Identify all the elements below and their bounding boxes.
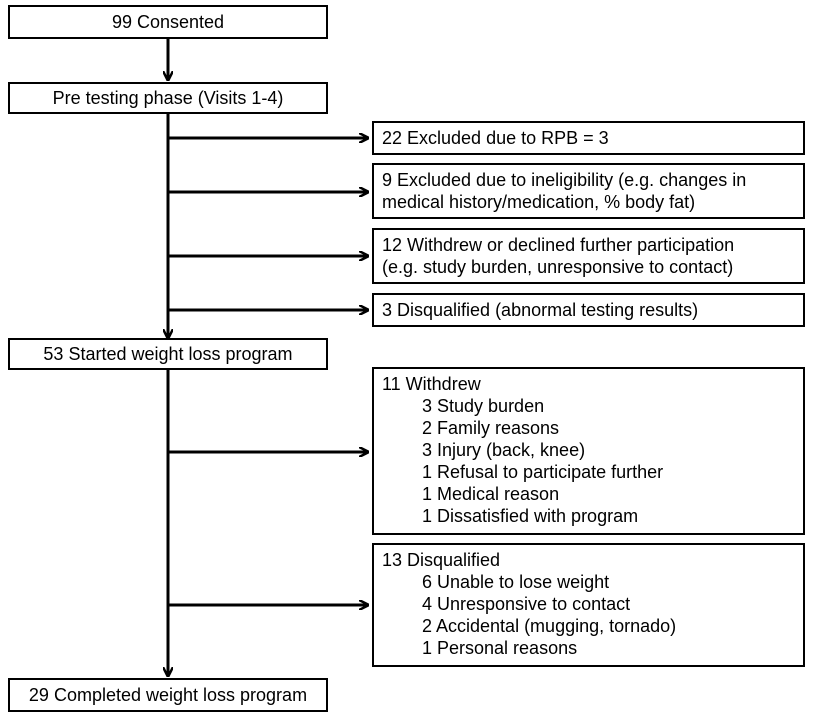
withdrew-reason-item: 3 Injury (back, knee) xyxy=(422,440,586,460)
withdrew-reason-item: 1 Refusal to participate further xyxy=(422,462,664,482)
disqualified-program-title: 13 Disqualified xyxy=(382,550,501,570)
withdrew-pretesting-box: 12 Withdrew or declined further particip… xyxy=(372,228,805,284)
excluded-ineligibility-box: 9 Excluded due to ineligibility (e.g. ch… xyxy=(372,163,805,219)
disqualified-pretesting-box: 3 Disqualified (abnormal testing results… xyxy=(372,293,805,327)
completed-box: 29 Completed weight loss program xyxy=(8,678,328,712)
withdrew-reason-item: 1 Dissatisfied with program xyxy=(422,506,639,526)
excluded-ineligibility-line2: medical history/medication, % body fat) xyxy=(382,192,696,212)
withdrew-reason-item: 3 Study burden xyxy=(422,396,545,416)
disqualified-reason-item: 2 Accidental (mugging, tornado) xyxy=(422,616,677,636)
excluded-ineligibility-line1: 9 Excluded due to ineligibility (e.g. ch… xyxy=(382,170,747,190)
withdrew-reason-item: 1 Medical reason xyxy=(422,484,560,504)
started-box: 53 Started weight loss program xyxy=(8,338,328,370)
pretesting-box: Pre testing phase (Visits 1-4) xyxy=(8,82,328,114)
disqualified-reason-item: 4 Unresponsive to contact xyxy=(422,594,631,614)
withdrew-pretesting-line2: (e.g. study burden, unresponsive to cont… xyxy=(382,257,734,277)
disqualified-program-box: 13 Disqualified 6 Unable to lose weight … xyxy=(372,543,805,667)
consented-label: 99 Consented xyxy=(111,12,225,32)
pretesting-label: Pre testing phase (Visits 1-4) xyxy=(52,88,284,108)
withdrew-program-title: 11 Withdrew xyxy=(382,374,481,394)
disqualified-pretesting-label: 3 Disqualified (abnormal testing results… xyxy=(382,300,699,320)
withdrew-program-box: 11 Withdrew 3 Study burden 2 Family reas… xyxy=(372,367,805,535)
completed-label: 29 Completed weight loss program xyxy=(28,685,308,705)
withdrew-reason-item: 2 Family reasons xyxy=(422,418,560,438)
excluded-rpb-label: 22 Excluded due to RPB = 3 xyxy=(382,128,609,148)
disqualified-reason-item: 1 Personal reasons xyxy=(422,638,578,658)
consented-box: 99 Consented xyxy=(8,5,328,39)
excluded-rpb-box: 22 Excluded due to RPB = 3 xyxy=(372,121,805,155)
disqualified-reason-item: 6 Unable to lose weight xyxy=(422,572,610,592)
started-label: 53 Started weight loss program xyxy=(43,344,293,364)
withdrew-pretesting-line1: 12 Withdrew or declined further particip… xyxy=(382,235,735,255)
